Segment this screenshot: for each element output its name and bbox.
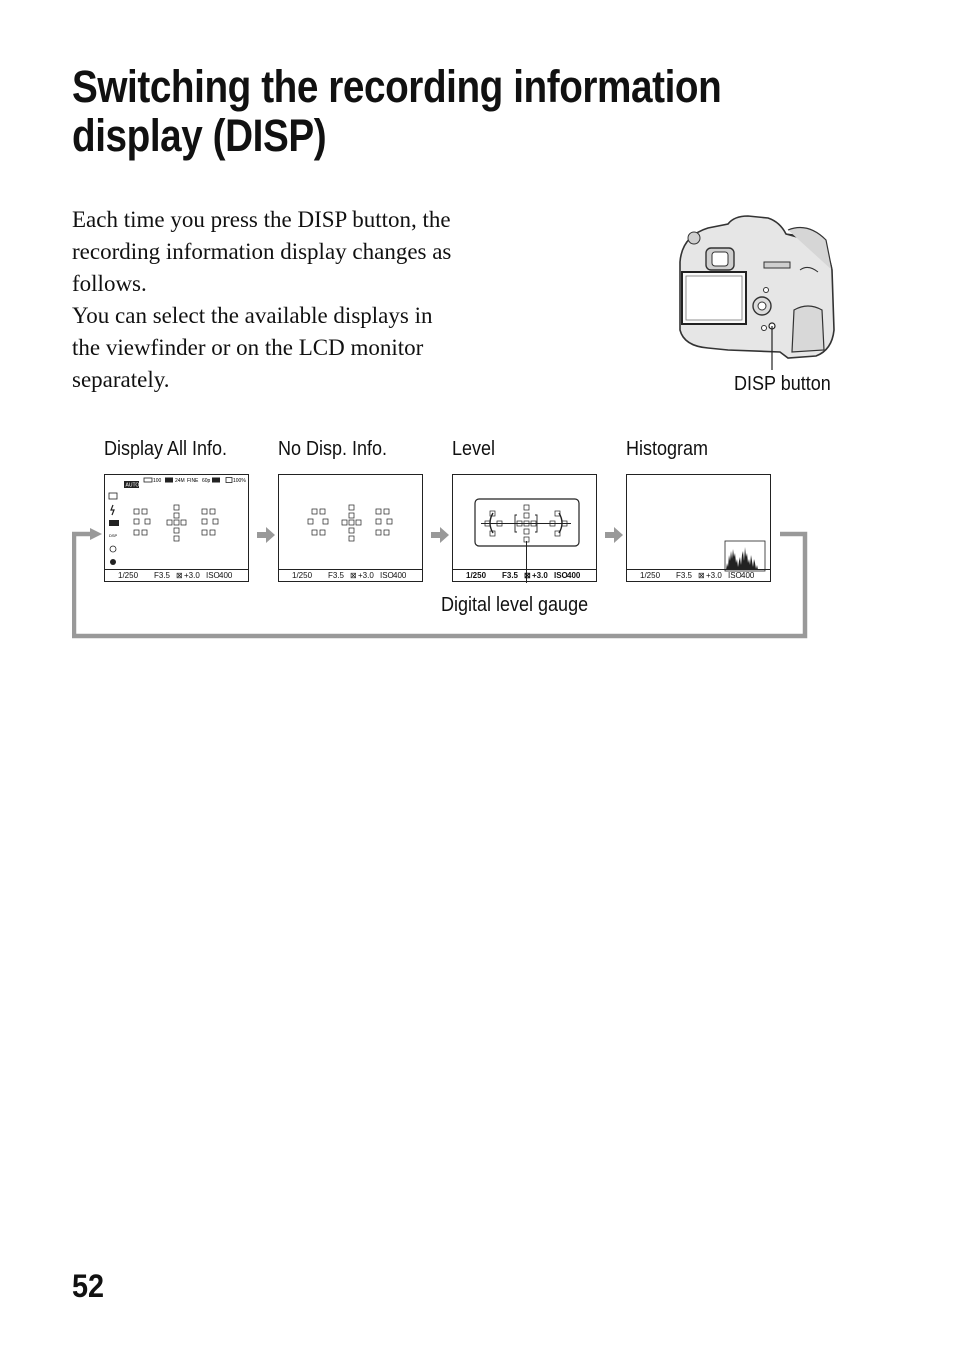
- image-size: 24M: [175, 478, 185, 484]
- paragraph-line: You can select the available displays in: [72, 303, 433, 328]
- shutter-speed: 1/250: [466, 571, 487, 580]
- mode-label-display-all-info: Display All Info.: [104, 438, 228, 460]
- iso-label: ISO: [728, 571, 742, 580]
- arrow-right-icon: [605, 527, 623, 543]
- iso-label: ISO: [206, 571, 220, 580]
- aperture: F3.5: [154, 571, 171, 580]
- status-bar: 1/250 F3.5 ⊠ +3.0 ISO 400: [105, 569, 248, 581]
- page-title: Switching the recording information disp…: [72, 62, 760, 160]
- mode-label-histogram: Histogram: [626, 438, 709, 460]
- image-quality: FINE: [187, 478, 199, 484]
- exposure-comp-icon: ⊠: [350, 571, 357, 580]
- shutter-speed: 1/250: [118, 571, 139, 580]
- iso-value: 400: [393, 571, 407, 580]
- arrow-right-icon: [431, 527, 449, 543]
- screen-no-disp-info: 1/250 F3.5 ⊠ +3.0 ISO 400: [278, 474, 423, 582]
- af-points-diagram: [307, 504, 393, 542]
- digital-level-gauge-callout: Digital level gauge: [441, 594, 589, 616]
- svg-text:DSP: DSP: [109, 533, 118, 538]
- intro-text: Each time you press the DISP button, the…: [72, 204, 512, 396]
- paragraph-line: Each time you press the DISP button, the: [72, 207, 451, 232]
- iso-value: 400: [567, 571, 581, 580]
- paragraph-line: separately.: [72, 367, 170, 392]
- iso-label: ISO: [554, 571, 568, 580]
- shots-remaining: 100: [153, 478, 162, 484]
- exposure-comp: +3.0: [532, 571, 548, 580]
- mode-label-no-disp-info: No Disp. Info.: [278, 438, 388, 460]
- iso-value: 400: [741, 571, 755, 580]
- camera-illustration: [679, 215, 835, 370]
- aperture: F3.5: [502, 571, 519, 580]
- histogram-graph: [724, 540, 766, 572]
- frame-rate: 60p: [202, 478, 211, 484]
- paragraph-line: recording information display changes as: [72, 239, 452, 264]
- arrow-right-icon: [257, 527, 275, 543]
- digital-level-gauge: [474, 498, 580, 583]
- screen-level: 1/250 F3.5 ⊠ +3.0 ISO 400: [452, 474, 597, 583]
- auto-badge: AUTO: [126, 483, 140, 489]
- exposure-comp: +3.0: [358, 571, 374, 580]
- aperture: F3.5: [328, 571, 345, 580]
- paragraph-line: follows.: [72, 271, 147, 296]
- page-number: 52: [72, 1268, 105, 1304]
- shutter-speed: 1/250: [640, 571, 661, 580]
- status-bar: 1/250 F3.5 ⊠ +3.0 ISO 400: [279, 569, 422, 581]
- mode-label-level: Level: [452, 438, 496, 460]
- screen-histogram: 1/250 F3.5 ⊠ +3.0 ISO 400: [626, 474, 771, 582]
- exposure-comp-icon: ⊠: [698, 571, 705, 580]
- page-title-line-2: display (DISP): [72, 110, 327, 161]
- page-title-line-1: Switching the recording information: [72, 61, 722, 112]
- exposure-comp-icon: ⊠: [524, 571, 531, 580]
- iso-label: ISO: [380, 571, 394, 580]
- exposure-comp: +3.0: [184, 571, 200, 580]
- aperture: F3.5: [676, 571, 693, 580]
- paragraph-line: the viewfinder or on the LCD monitor: [72, 335, 424, 360]
- exposure-comp-icon: ⊠: [176, 571, 183, 580]
- af-points-diagram: AUTO 100 24M FINE 60p 100% DSP: [108, 477, 246, 565]
- status-bar: 1/250 F3.5 ⊠ +3.0 ISO 400: [453, 569, 596, 581]
- shutter-speed: 1/250: [292, 571, 313, 580]
- cycle-loop-arrow: [72, 528, 808, 639]
- disp-button-callout: DISP button: [734, 373, 831, 395]
- exposure-comp: +3.0: [706, 571, 722, 580]
- battery-level: 100%: [233, 478, 246, 484]
- screen-display-all-info: AUTO 100 24M FINE 60p 100% DSP 1/250 F3.…: [104, 474, 249, 582]
- status-bar: 1/250 F3.5 ⊠ +3.0 ISO 400: [627, 569, 770, 581]
- iso-value: 400: [219, 571, 233, 580]
